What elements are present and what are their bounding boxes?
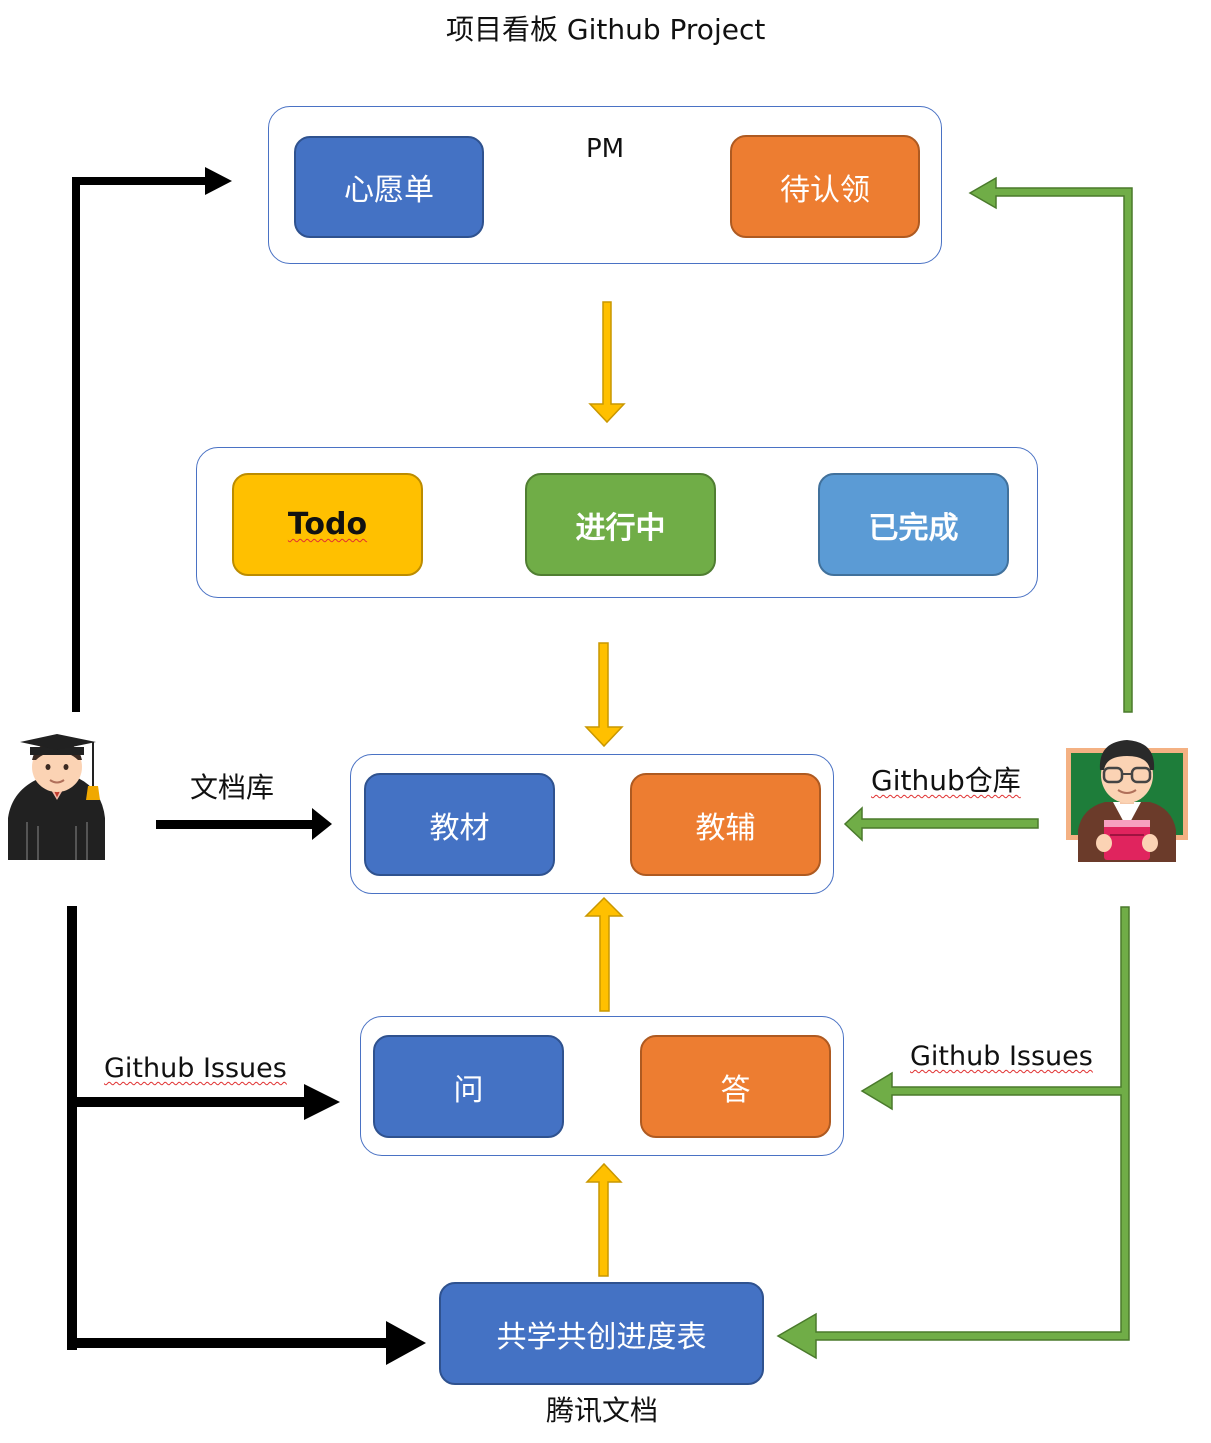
arrow-student-to-progress (67, 1321, 426, 1365)
arrow-teacher-to-project (968, 176, 1133, 713)
node-done[interactable]: 已完成 (818, 473, 1009, 576)
student-arrows (67, 167, 426, 1365)
teacher-icon (1066, 740, 1188, 862)
green-arrows (776, 176, 1133, 1360)
arrow-qa-to-docs (584, 896, 624, 1012)
arrow-project-to-kanban (588, 301, 626, 424)
arrow-student-to-docs (156, 808, 332, 840)
arrow-teacher-to-issues-and-progress (776, 906, 1130, 1360)
node-todo[interactable]: Todo (232, 473, 423, 576)
label-pm: PM (586, 134, 625, 164)
label-github-issues-left: Github Issues (104, 1053, 287, 1084)
node-textbook[interactable]: 教材 (364, 773, 555, 876)
node-answer[interactable]: 答 (640, 1035, 831, 1138)
node-tutorial[interactable]: 教辅 (630, 773, 821, 876)
arrow-kanban-to-docs (584, 642, 624, 748)
node-question[interactable]: 问 (373, 1035, 564, 1138)
label-github-issues-right: Github Issues (910, 1041, 1093, 1072)
arrow-progress-to-qa (585, 1162, 623, 1277)
label-tencent-docs: 腾讯文档 (546, 1394, 659, 1427)
label-doc-repo: 文档库 (190, 771, 275, 804)
node-wishlist[interactable]: 心愿单 (294, 136, 484, 238)
page-title: 项目看板 Github Project (446, 13, 766, 46)
label-github-repo: Github仓库 (871, 764, 1021, 797)
node-in-progress[interactable]: 进行中 (525, 473, 716, 576)
node-progress-sheet[interactable]: 共学共创进度表 (439, 1282, 764, 1385)
arrow-student-to-project (72, 167, 232, 712)
todo-label: Todo (287, 507, 368, 542)
graduate-student-icon (8, 734, 105, 860)
node-to-claim[interactable]: 待认领 (730, 135, 920, 238)
arrow-student-to-issues (67, 906, 340, 1350)
arrow-teacher-to-docs (843, 806, 1039, 842)
